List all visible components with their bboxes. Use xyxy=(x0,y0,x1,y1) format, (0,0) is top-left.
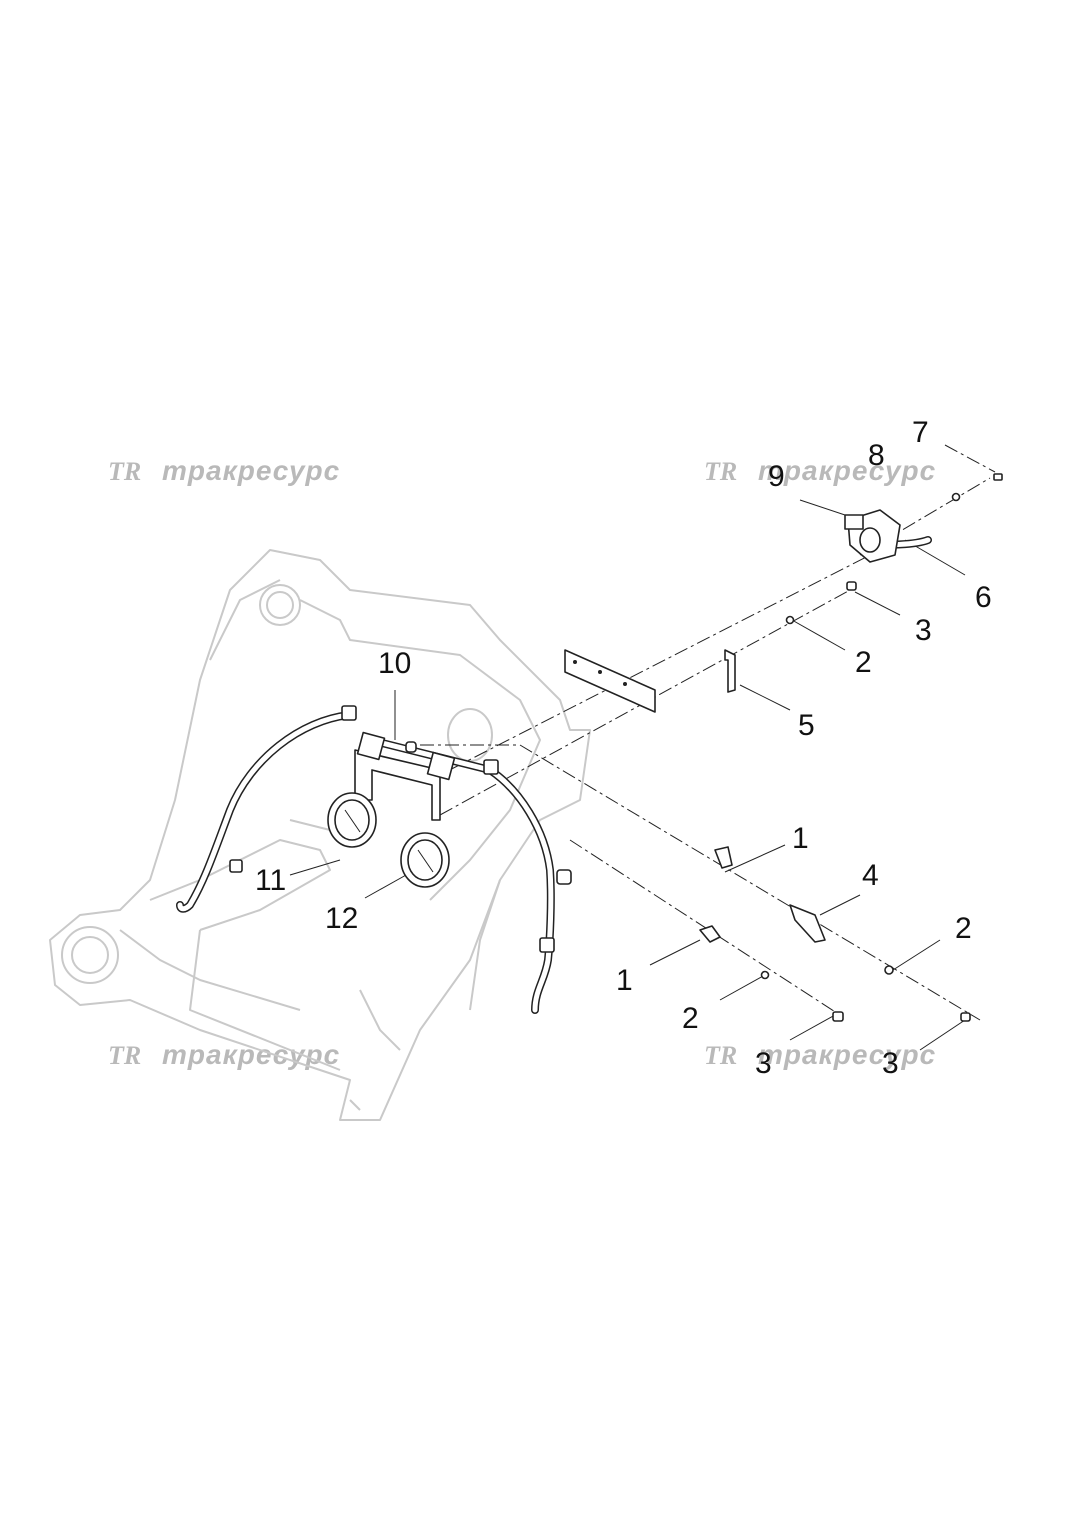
callout-9: 9 xyxy=(768,460,785,493)
watermark-text: тракресурс xyxy=(162,455,340,486)
watermark-bottom-right: TR тракресурс xyxy=(704,1039,936,1070)
callout-2-right: 2 xyxy=(955,912,972,945)
harness-clips xyxy=(229,705,572,953)
callout-1-right: 1 xyxy=(792,822,809,855)
callout-10: 10 xyxy=(378,647,411,680)
lamp-left xyxy=(327,792,377,848)
watermark-bottom-left: TR тракресурс xyxy=(108,1039,340,1070)
callout-8: 8 xyxy=(868,439,885,472)
camera-part xyxy=(844,509,901,563)
callout-11: 11 xyxy=(255,864,286,897)
callout-12: 12 xyxy=(325,902,358,935)
callout-4: 4 xyxy=(862,859,879,892)
watermark-text: тракресурс xyxy=(758,1039,936,1070)
hook-part xyxy=(724,649,736,693)
callout-7: 7 xyxy=(912,416,929,449)
callout-1-left: 1 xyxy=(616,964,633,997)
watermark-text: тракресурс xyxy=(162,1039,340,1070)
watermark-logo: TR xyxy=(704,457,737,486)
watermark-text: тракресурс xyxy=(758,455,936,486)
callout-2-top: 2 xyxy=(855,646,872,679)
callout-3-top: 3 xyxy=(915,614,932,647)
watermark-logo: TR xyxy=(108,457,141,486)
loader-frame xyxy=(49,549,591,1121)
fasteners xyxy=(699,473,1003,1022)
watermark-top-left: TR тракресурс xyxy=(108,455,340,486)
watermark-logo: TR xyxy=(704,1041,737,1070)
callout-6: 6 xyxy=(975,581,992,614)
mounting-plate xyxy=(564,649,656,713)
callout-3-left: 3 xyxy=(755,1047,772,1080)
callout-2-left: 2 xyxy=(682,1002,699,1035)
callouts: 7 8 9 6 3 2 10 5 1 4 11 12 2 1 2 3 3 xyxy=(255,416,992,1080)
callout-5: 5 xyxy=(798,709,815,742)
watermark-logo: TR xyxy=(108,1041,141,1070)
watermark-top-right: TR тракресурс xyxy=(704,455,936,486)
callout-3-right: 3 xyxy=(882,1047,899,1080)
bracket-part xyxy=(354,731,456,821)
lamp-right xyxy=(400,832,450,888)
